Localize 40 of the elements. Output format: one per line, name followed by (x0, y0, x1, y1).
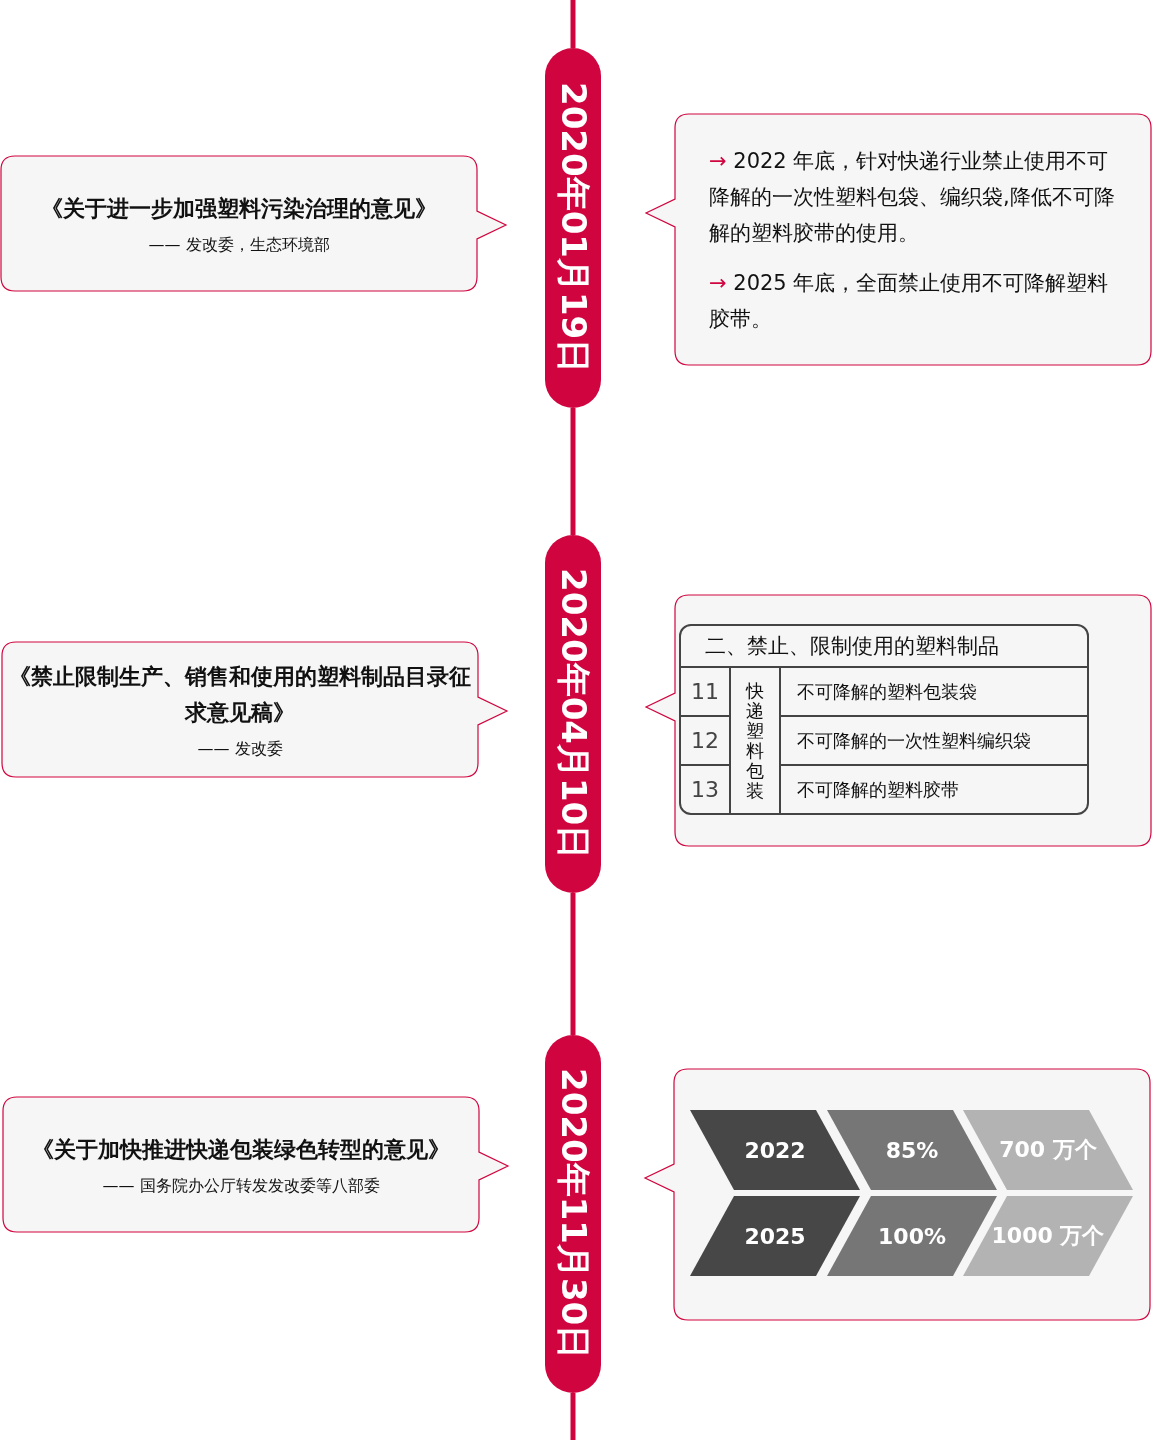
timeline-line (570, 1393, 576, 1440)
chevron-label: 2025 (743, 1222, 807, 1251)
chevron-label: 100% (877, 1222, 947, 1251)
category-label: 快递塑料包装 (729, 666, 781, 813)
issuer-note: —— 发改委，生态环境部 (148, 235, 330, 256)
timeline-line (570, 0, 576, 48)
issuer-note: —— 国务院办公厅转发发改委等八部委 (102, 1176, 380, 1197)
chevron-label: 85% (884, 1136, 940, 1165)
document-title: 《禁止限制生产、销售和使用的塑料制品目录征求意见稿》 (8, 663, 472, 727)
callout-box (3, 1096, 509, 1233)
item-label: 不可降解的塑料胶带 (781, 764, 1087, 813)
policy-text: → 2022 年底，针对快递行业禁止使用不可降解的一次性塑料包袋、编织袋,降低不可降解的塑料胶带的使用。 (709, 148, 1116, 247)
date-pill: 2020年04月10日 (545, 535, 601, 893)
callout-box (645, 113, 1151, 366)
chevron-shape (690, 1196, 860, 1276)
callout-box (1, 155, 507, 292)
callout-box (644, 1068, 1150, 1321)
document-title: 《关于进一步加强塑料污染治理的意见》 (41, 195, 437, 223)
row-number: 12 (681, 715, 729, 764)
item-label: 不可降解的一次性塑料编织袋 (781, 715, 1087, 764)
chevron-shape (690, 1110, 860, 1190)
item-label: 不可降解的塑料包装袋 (781, 666, 1087, 715)
chevron-label: 2022 (743, 1136, 807, 1165)
chevron-shape (827, 1110, 997, 1190)
timeline-line (570, 893, 576, 1035)
row-number: 13 (681, 764, 729, 813)
issuer-note: —— 发改委 (197, 739, 283, 760)
callout-box (645, 594, 1151, 847)
row-number: 11 (681, 666, 729, 715)
chevron-shape (963, 1196, 1133, 1276)
document-title: 《关于加快推进快递包装绿色转型的意见》 (32, 1136, 450, 1164)
date-pill: 2020年01月19日 (545, 48, 601, 408)
policy-text: → 2025 年底，全面禁止使用不可降解塑料胶带。 (709, 270, 1110, 333)
callout-box (2, 641, 508, 778)
timeline-line (570, 408, 576, 535)
chevron-label: 1000 万个 (990, 1222, 1106, 1250)
chevron-shape (963, 1110, 1133, 1190)
chevron-label: 700 万个 (998, 1136, 1098, 1164)
date-pill: 2020年11月30日 (545, 1035, 601, 1393)
table-heading: 二、禁止、限制使用的塑料制品 (704, 633, 1000, 660)
